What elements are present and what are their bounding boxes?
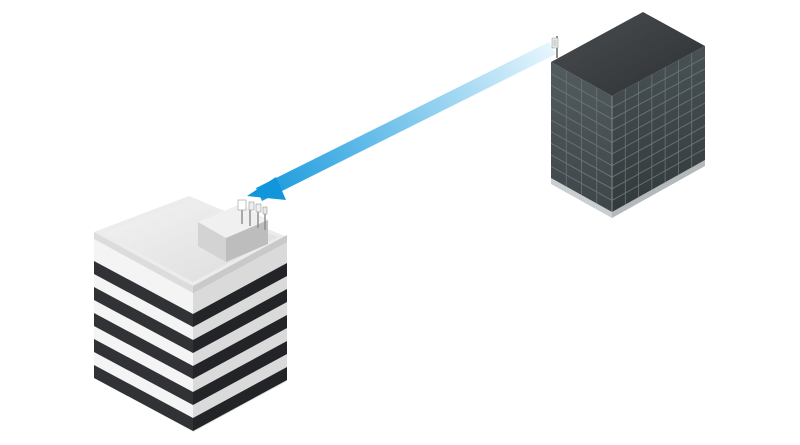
floor-stripe-left — [94, 261, 193, 327]
floor-stripe-right — [193, 367, 287, 431]
window-grid-line — [611, 79, 706, 132]
white-building-floor-stripes — [94, 261, 287, 431]
dark-building-base-left — [551, 178, 612, 218]
pole-antenna-icon — [551, 36, 559, 58]
dark-building-roof — [551, 12, 705, 96]
window-grid-line — [611, 136, 706, 190]
window-grid-line — [611, 148, 706, 201]
dark-building-base-right — [612, 160, 705, 218]
window-grid-line — [611, 57, 706, 108]
window-grid-line — [611, 114, 706, 166]
white-striped-office-building-icon — [94, 196, 287, 432]
window-grid-line — [611, 102, 706, 155]
floor-stripe-right — [193, 341, 287, 405]
floor-stripe-left — [94, 313, 193, 379]
floor-stripe-left — [94, 339, 193, 405]
floor-stripe-right — [193, 289, 287, 353]
white-building-parapet-right — [193, 235, 287, 293]
dark-building-window-grid — [550, 53, 706, 205]
dark-glass-office-building-icon — [550, 12, 706, 218]
white-building-parapet-left — [94, 232, 193, 293]
beam-arrowhead — [247, 177, 286, 200]
floor-stripe-left — [94, 287, 193, 353]
window-grid-line — [611, 91, 706, 143]
rooftop-antenna-array-icon — [237, 199, 268, 230]
window-grid-line — [611, 68, 706, 120]
floor-stripe-right — [193, 263, 287, 327]
beam-shaft — [256, 42, 556, 201]
floor-stripe-right — [193, 315, 287, 379]
floor-stripe-left — [94, 365, 193, 431]
window-grid-line — [611, 125, 706, 178]
wireless-beam-arrow — [247, 42, 556, 201]
